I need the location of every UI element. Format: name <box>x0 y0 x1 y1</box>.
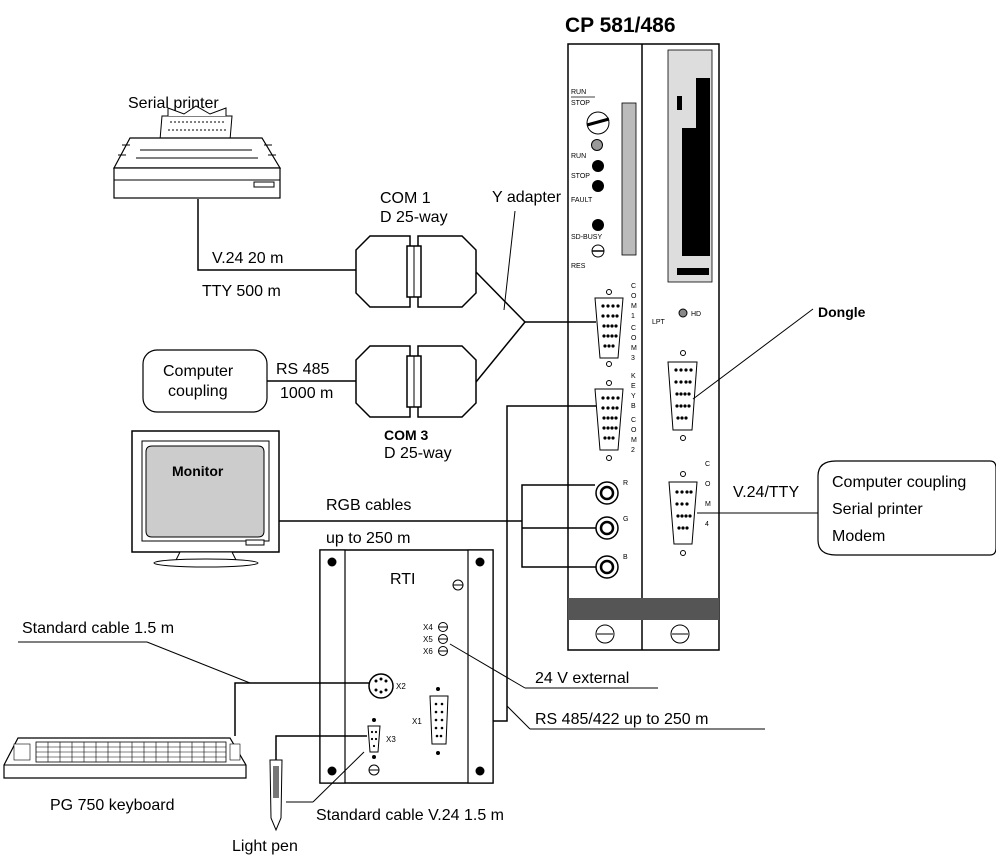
ext-24v-label: 24 V external <box>535 670 629 687</box>
keyb-com2-connector <box>594 380 624 461</box>
cp-module: RUN STOP RUN STOP FAULT SD-BUSY RES <box>567 43 720 651</box>
keyboard-icon <box>3 737 247 779</box>
com4-letter: 4 <box>705 521 709 528</box>
slot-indicator <box>621 102 637 256</box>
jack-r-label: R <box>623 480 628 487</box>
run-led-icon <box>592 160 604 172</box>
com1-letter: C <box>631 283 636 290</box>
fault-led-icon <box>592 219 604 231</box>
com1-letter: O <box>631 293 637 300</box>
computer-coupling-label-2: coupling <box>168 383 228 400</box>
sd-busy-label: SD-BUSY <box>571 234 602 241</box>
run-stop-switch-label: RUN <box>571 89 586 96</box>
rti-label: RTI <box>390 571 415 588</box>
com3-type-label: D 25-way <box>384 445 452 462</box>
com3-letter: M <box>631 345 637 352</box>
printer-cable-v24: V.24 20 m <box>212 250 283 267</box>
lpt-connector <box>667 350 698 441</box>
run-stop-switch-label-stop: STOP <box>571 100 590 107</box>
com1-letter: 1 <box>631 313 635 320</box>
light-pen-icon <box>269 759 283 832</box>
stop-led-icon <box>592 180 604 192</box>
keyb-letter: B <box>631 403 636 410</box>
keyb-letter: E <box>631 383 636 390</box>
lpt-label: LPT <box>652 319 666 326</box>
dongle-label: Dongle <box>818 304 866 320</box>
standard-cable-v24-label: Standard cable V.24 1.5 m <box>316 807 504 824</box>
printer-cable-tty: TTY 500 m <box>202 283 281 300</box>
com3-label: COM 3 <box>384 427 429 443</box>
standard-cable-label: Standard cable 1.5 m <box>22 620 174 637</box>
com1-letter: M <box>631 303 637 310</box>
com1-com3-connector <box>594 289 624 367</box>
hd-label: HD <box>691 311 701 318</box>
com3-letter: C <box>631 325 636 332</box>
com3-letter: O <box>631 335 637 342</box>
keyboard-label: PG 750 keyboard <box>50 797 175 814</box>
com2-letter: O <box>631 427 637 434</box>
com4-letter: M <box>705 501 711 508</box>
peripheral-box <box>817 460 996 556</box>
right-box-modem: Modem <box>832 528 885 545</box>
x1-label: X1 <box>412 717 422 726</box>
com3-connector-adapter <box>355 345 477 418</box>
com4-letter: C <box>705 461 710 468</box>
monitor-label: Monitor <box>172 463 224 479</box>
printer-label: Serial printer <box>128 95 219 112</box>
com4-connector <box>668 471 698 556</box>
status-led-icon <box>591 139 603 151</box>
com2-letter: M <box>631 437 637 444</box>
computer-coupling-label: Computer <box>163 363 234 380</box>
com1-type-label: D 25-way <box>380 209 448 226</box>
com3-letter: 3 <box>631 355 635 362</box>
jack-b-label: B <box>623 554 628 561</box>
rs485-length-label: 1000 m <box>280 385 333 402</box>
rs485-422-label: RS 485/422 up to 250 m <box>535 711 708 728</box>
rgb-cables-label: RGB cables <box>326 497 411 514</box>
diagram-title: CP 581/486 <box>565 14 676 37</box>
module-grip-bar <box>568 598 719 620</box>
res-label: RES <box>571 263 586 270</box>
hd-led-icon <box>678 308 688 318</box>
com2-letter: 2 <box>631 447 635 454</box>
com1-connector-adapter <box>355 235 477 308</box>
monitor-icon <box>131 430 280 568</box>
keyb-letter: Y <box>631 393 636 400</box>
jack-g-label: G <box>623 516 628 523</box>
right-box-serial-printer: Serial printer <box>832 501 923 518</box>
stop-label: STOP <box>571 173 590 180</box>
x4-label: X4 <box>423 623 433 632</box>
serial-printer-icon <box>113 105 282 199</box>
x3-label: X3 <box>386 735 396 744</box>
com1-label: COM 1 <box>380 190 431 207</box>
x5-label: X5 <box>423 635 433 644</box>
rs485-label: RS 485 <box>276 361 329 378</box>
com4-letter: O <box>705 481 711 488</box>
v24-tty-label: V.24/TTY <box>733 484 799 501</box>
y-adapter-label: Y adapter <box>492 189 562 206</box>
rgb-length-label: up to 250 m <box>326 530 411 547</box>
right-box-computer-coupling: Computer coupling <box>832 474 966 491</box>
x6-label: X6 <box>423 647 433 656</box>
computer-coupling-box <box>142 349 268 413</box>
x2-label: X2 <box>396 682 406 691</box>
rgb-jacks <box>595 481 619 579</box>
light-pen-label: Light pen <box>232 838 298 855</box>
keyb-letter: K <box>631 373 636 380</box>
com2-letter: C <box>631 417 636 424</box>
run-label: RUN <box>571 153 586 160</box>
rti-unit <box>319 549 494 784</box>
fault-label: FAULT <box>571 197 593 204</box>
